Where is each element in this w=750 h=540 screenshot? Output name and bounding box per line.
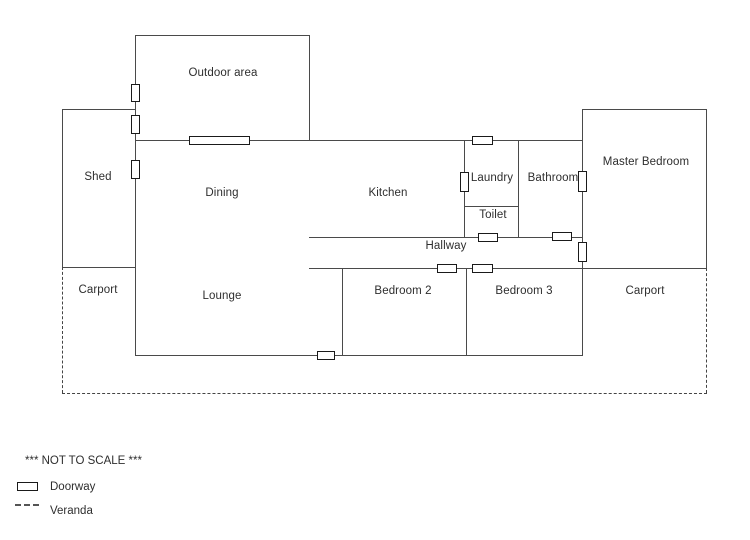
legend-veranda-label: Veranda: [50, 505, 93, 517]
room-label-outdoor-area: Outdoor area: [188, 67, 258, 79]
doorway-marker-outdoor-dining: [189, 136, 250, 145]
doorway-marker-outdoor-upper: [131, 84, 140, 102]
wall-house-top: [135, 140, 583, 141]
wall-outdoor-area-right: [309, 35, 310, 140]
doorway-marker-hallway-bathroom: [552, 232, 572, 241]
wall-bedroom3-right: [582, 268, 583, 355]
veranda-line-bottom: [62, 393, 707, 394]
room-label-bathroom: Bathroom: [527, 172, 579, 184]
wall-house-bottom: [135, 355, 583, 356]
wall-laundry-bathroom-divider: [518, 140, 519, 237]
legend-doorway-label: Doorway: [50, 481, 96, 493]
wall-shed-left: [62, 109, 63, 267]
room-label-lounge: Lounge: [202, 290, 242, 302]
room-label-kitchen: Kitchen: [368, 187, 408, 199]
room-label-laundry: Laundry: [470, 172, 514, 184]
room-label-shed: Shed: [84, 171, 112, 183]
room-label-bedroom-3: Bedroom 3: [495, 285, 553, 297]
wall-house-left: [135, 140, 136, 355]
veranda-dashed-line-icon: [15, 504, 39, 506]
doorway-marker-outdoor-shed: [131, 115, 140, 134]
doorway-marker-kitchen-laundry: [460, 172, 469, 192]
room-label-dining: Dining: [205, 187, 239, 199]
room-label-master-bedroom: Master Bedroom: [602, 156, 690, 168]
not-to-scale-note: *** NOT TO SCALE ***: [25, 455, 142, 467]
wall-bedroom2-bedroom3-divider: [466, 268, 467, 355]
doorway-marker-hallway-bedroom2: [437, 264, 457, 273]
doorway-marker-hallway-master: [578, 242, 587, 262]
veranda-line-right: [706, 268, 707, 393]
wall-hallway-bottom: [309, 268, 707, 269]
wall-bedroom2-left: [342, 268, 343, 355]
doorway-marker-dining-shed: [131, 160, 140, 179]
doorway-marker-lounge-veranda: [317, 351, 335, 360]
veranda-line-left: [62, 267, 63, 393]
wall-hallway-top: [309, 237, 583, 238]
wall-outdoor-area-top: [135, 35, 310, 36]
room-label-carport-left: Carport: [78, 284, 118, 296]
doorway-marker-hallway-bedroom3: [472, 264, 493, 273]
room-label-toilet: Toilet: [479, 209, 507, 221]
wall-shed-bottom: [62, 267, 136, 268]
doorway-icon: [17, 482, 38, 491]
wall-master-bedroom-box: [582, 109, 707, 269]
room-label-hallway: Hallway: [425, 240, 467, 252]
doorway-marker-bathroom-master: [578, 171, 587, 192]
doorway-marker-laundry-top: [472, 136, 493, 145]
wall-toilet-top: [464, 206, 519, 207]
wall-shed-top: [62, 109, 136, 110]
doorway-marker-hallway-toilet: [478, 233, 498, 242]
room-label-carport-right: Carport: [625, 285, 665, 297]
room-label-bedroom-2: Bedroom 2: [374, 285, 432, 297]
